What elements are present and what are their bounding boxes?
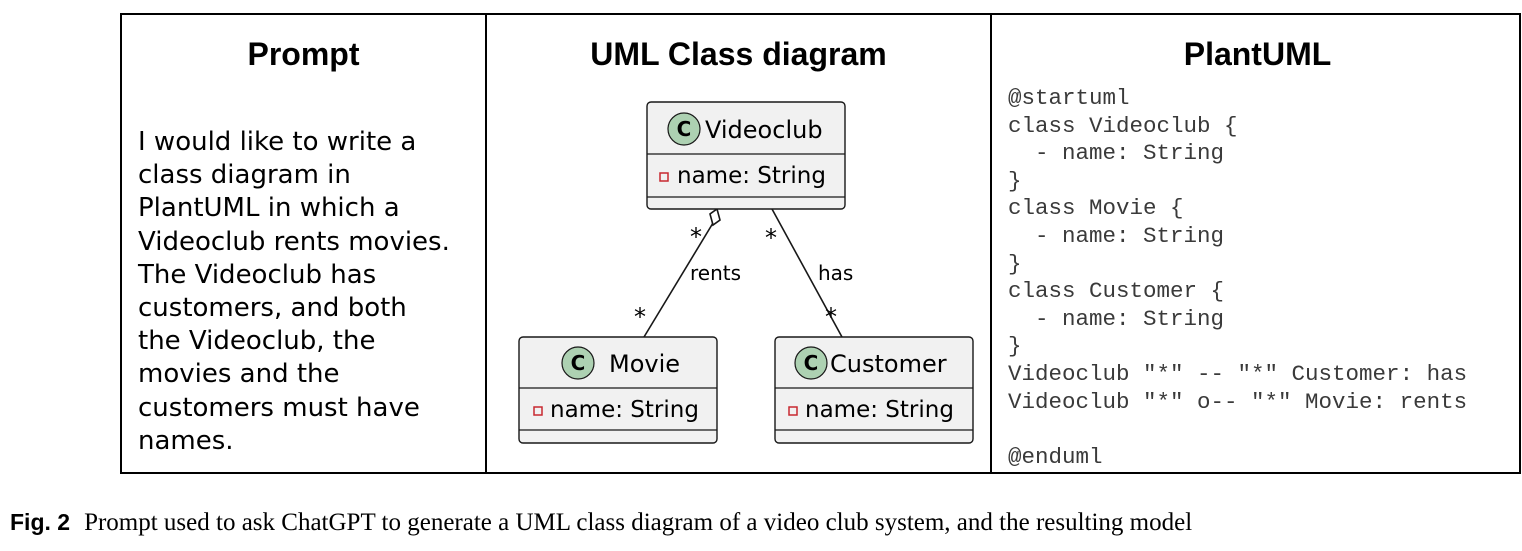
prompt-text: I would like to write a class diagram in… <box>138 127 450 456</box>
caption-text: Prompt used to ask ChatGPT to generate a… <box>84 509 1193 536</box>
class-attribute: name: String <box>805 397 954 423</box>
class-stereotype-icon <box>667 112 701 146</box>
plantuml-title: PlantUML <box>1183 36 1332 72</box>
figure-caption: Fig. 2 Prompt used to ask ChatGPT to gene… <box>10 507 1192 538</box>
class-customer: C Customer name: String <box>774 336 974 444</box>
class-stereotype-letter: C <box>677 117 692 141</box>
class-attribute: name: String <box>677 163 826 189</box>
class-name: Videoclub <box>705 116 823 144</box>
rents-target-multiplicity: * <box>634 303 646 331</box>
has-label: has <box>818 261 853 285</box>
class-name: Customer <box>830 350 947 378</box>
class-videoclub: C Videoclub name: String <box>646 101 846 210</box>
rents-association-line <box>643 222 714 338</box>
uml-class-diagram: * rents * * has * C Videoclub name: Stri… <box>518 101 974 444</box>
figure-table: Prompt I would like to write a class dia… <box>120 13 1521 474</box>
private-visibility-icon <box>659 172 669 182</box>
prompt-column: Prompt I would like to write a class dia… <box>122 15 487 472</box>
figure-label: Fig. 2 <box>10 509 71 535</box>
has-target-multiplicity: * <box>825 303 837 331</box>
class-stereotype-icon <box>794 346 828 380</box>
uml-column: UML Class diagram * rents * * has * C Vi… <box>487 15 992 472</box>
private-visibility-icon <box>533 406 543 416</box>
has-association-line <box>771 208 843 338</box>
class-movie: C Movie name: String <box>518 336 718 444</box>
plantuml-column: PlantUML @startuml class Videoclub { - n… <box>992 15 1522 472</box>
private-visibility-icon <box>788 406 798 416</box>
class-stereotype-letter: C <box>571 351 586 375</box>
has-source-multiplicity: * <box>765 224 777 252</box>
aggregation-diamond <box>709 207 721 227</box>
class-name: Movie <box>609 350 680 378</box>
prompt-title: Prompt <box>247 36 360 72</box>
rents-label: rents <box>690 261 741 285</box>
class-stereotype-icon <box>561 346 595 380</box>
class-attribute: name: String <box>550 397 699 423</box>
uml-title: UML Class diagram <box>590 36 887 72</box>
class-stereotype-letter: C <box>804 351 819 375</box>
plantuml-code: @startuml class Videoclub { - name: Stri… <box>1008 85 1468 470</box>
rents-source-multiplicity: * <box>690 223 702 251</box>
